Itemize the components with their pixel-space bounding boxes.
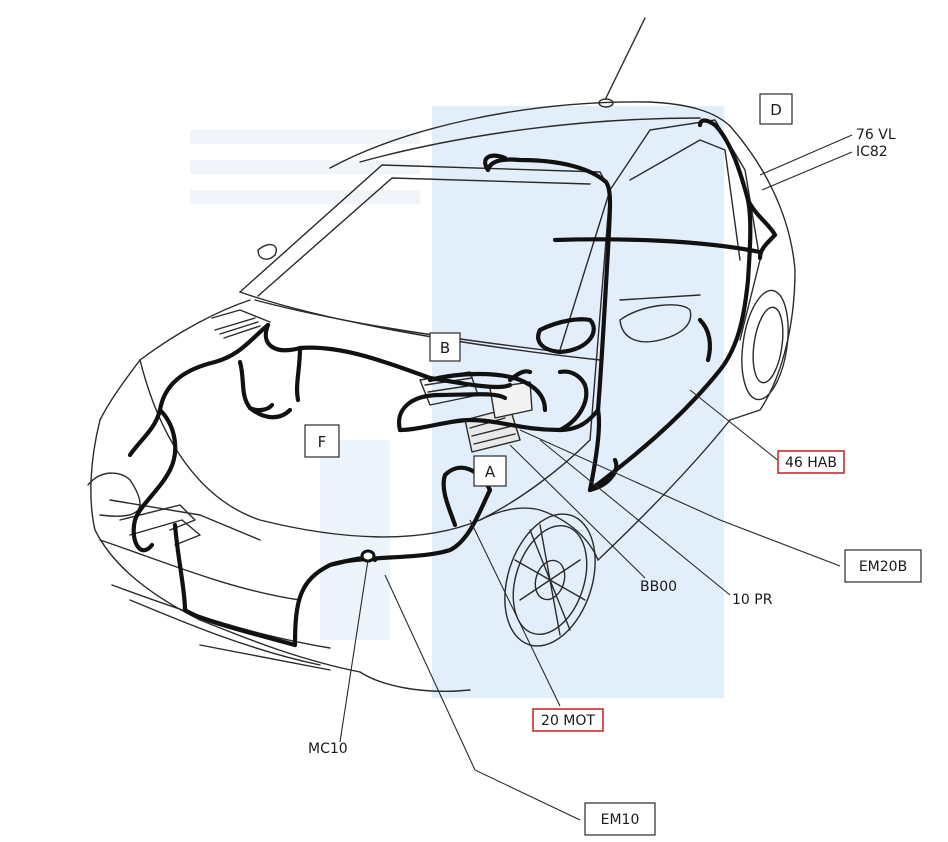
callout-10-pr: 10 PR (732, 592, 773, 608)
wiring-harness (127, 118, 778, 648)
callout-76-vl: 76 VL (856, 127, 896, 143)
callout-ic82: IC82 (856, 144, 888, 160)
zone-label-a: A (473, 455, 507, 487)
watermark (190, 106, 724, 698)
callout-46-hab: 46 HAB (777, 450, 845, 474)
svg-text:EM10: EM10 (601, 812, 640, 828)
svg-text:D: D (770, 101, 782, 119)
svg-text:B: B (440, 339, 450, 357)
leader-lines (339, 134, 853, 821)
svg-text:20 MOT: 20 MOT (541, 713, 595, 729)
svg-text:46 HAB: 46 HAB (785, 455, 837, 471)
zone-label-f: F (304, 424, 340, 458)
zone-label-d: D (759, 93, 793, 125)
car-body-outline (87, 17, 796, 693)
callout-20-mot: 20 MOT (532, 708, 604, 732)
callout-em20b: EM20B (844, 549, 922, 583)
svg-text:EM20B: EM20B (859, 559, 907, 575)
svg-text:F: F (318, 433, 327, 451)
svg-text:A: A (485, 463, 496, 481)
zone-label-b: B (429, 332, 461, 362)
callout-bb00: BB00 (640, 579, 677, 595)
callout-mc10: MC10 (308, 741, 348, 757)
callout-em10: EM10 (584, 802, 656, 836)
